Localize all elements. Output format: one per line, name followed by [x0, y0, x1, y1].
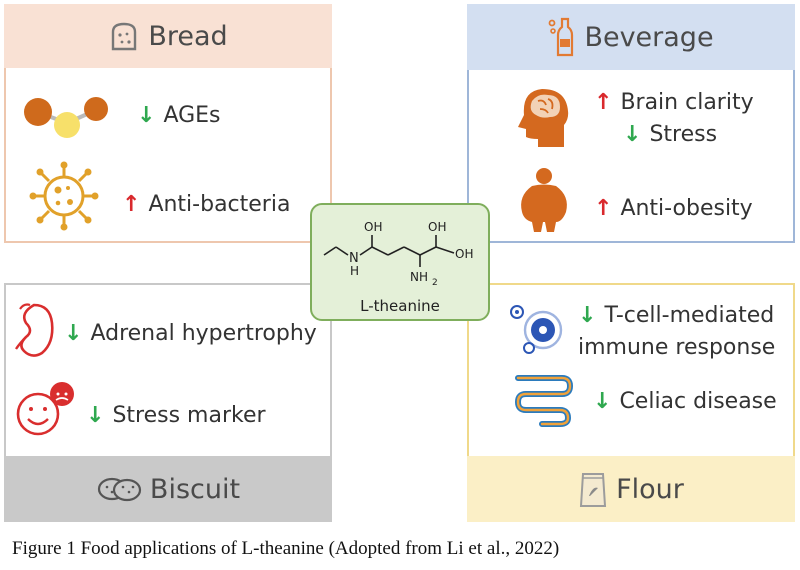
up-arrow-icon: ↑ — [594, 90, 613, 115]
kidney-icon — [15, 303, 54, 357]
down-arrow-icon: ↓ — [578, 303, 597, 328]
up-arrow-icon: ↑ — [594, 196, 613, 221]
atom-oh-3: OH — [455, 247, 473, 261]
flour-title: Flour — [616, 473, 684, 505]
bread-header: Bread — [4, 4, 332, 68]
bread-item-antibacteria: Anti-bacteria — [148, 192, 291, 217]
bread-title: Bread — [148, 20, 228, 52]
atom-oh-2: OH — [428, 220, 446, 234]
l-theanine-box: N H OH OH OH NH 2 L-theanine — [310, 203, 490, 321]
flour-row-celiac: ↓ Celiac disease — [593, 389, 777, 414]
beverage-row-brain: ↑ Brain clarity — [594, 90, 754, 115]
l-theanine-structure: N H OH OH OH NH 2 — [323, 220, 473, 288]
biscuit-title: Biscuit — [149, 473, 241, 505]
flour-header: Flour — [467, 456, 795, 522]
up-arrow-icon: ↑ — [122, 192, 141, 217]
beverage-row-stress: ↓ Stress — [623, 122, 717, 147]
smiley-stress-icon — [16, 382, 74, 436]
atom-n: N — [349, 251, 359, 266]
brain-head-icon — [518, 89, 569, 147]
atom-nh2: NH — [410, 270, 428, 284]
beverage-title: Beverage — [584, 21, 714, 53]
biscuit-header: Biscuit — [4, 456, 332, 522]
down-arrow-icon: ↓ — [86, 403, 105, 428]
ages-molecule-icon — [24, 97, 108, 138]
flour-row-tcell: ↓ T-cell-mediated — [578, 303, 774, 328]
biscuit-item-adrenal-hypertrophy: Adrenal hypertrophy — [90, 321, 317, 346]
biscuit-panel — [4, 283, 332, 456]
beverage-header: Beverage — [467, 4, 795, 70]
down-arrow-icon: ↓ — [64, 321, 83, 346]
flour-item-tcell: T-cell-mediated — [604, 303, 775, 328]
obese-person-icon — [521, 168, 567, 232]
atom-nh2-subscript: 2 — [432, 278, 438, 288]
flour-item-celiac-disease: Celiac disease — [619, 389, 777, 414]
flour-row-immune: immune response — [578, 335, 775, 360]
flour-panel — [467, 283, 795, 456]
flour-bag-icon — [580, 473, 607, 507]
bacteria-icon — [29, 161, 99, 231]
beverage-row-obesity: ↑ Anti-obesity — [594, 196, 753, 221]
down-arrow-icon: ↓ — [623, 122, 642, 147]
biscuit-row-adrenal: ↓ Adrenal hypertrophy — [64, 321, 317, 346]
biscuit-icon — [97, 477, 142, 502]
beverage-item-anti-obesity: Anti-obesity — [620, 196, 753, 221]
intestine-icon — [514, 375, 574, 427]
bread-icon — [112, 22, 137, 51]
figure-caption: Figure 1 Food applications of L-theanine… — [12, 538, 560, 559]
flour-item-immune-response: immune response — [578, 335, 776, 360]
atom-oh-1: OH — [364, 220, 382, 234]
atom-h: H — [350, 264, 359, 278]
l-theanine-label: L-theanine — [360, 297, 440, 315]
bread-row-ages: ↓ AGEs — [137, 103, 221, 128]
bread-item-ages: AGEs — [163, 103, 221, 128]
bread-row-antibacteria: ↑ Anti-bacteria — [122, 192, 290, 217]
biscuit-row-stress-marker: ↓ Stress marker — [86, 403, 266, 428]
t-cell-icon — [510, 305, 563, 354]
down-arrow-icon: ↓ — [137, 103, 156, 128]
beverage-item-brain-clarity: Brain clarity — [620, 90, 754, 115]
down-arrow-icon: ↓ — [593, 389, 612, 414]
beverage-panel — [467, 70, 795, 243]
beverage-bottle-icon — [549, 17, 574, 57]
biscuit-item-stress-marker: Stress marker — [112, 403, 266, 428]
beverage-item-stress: Stress — [649, 122, 718, 147]
